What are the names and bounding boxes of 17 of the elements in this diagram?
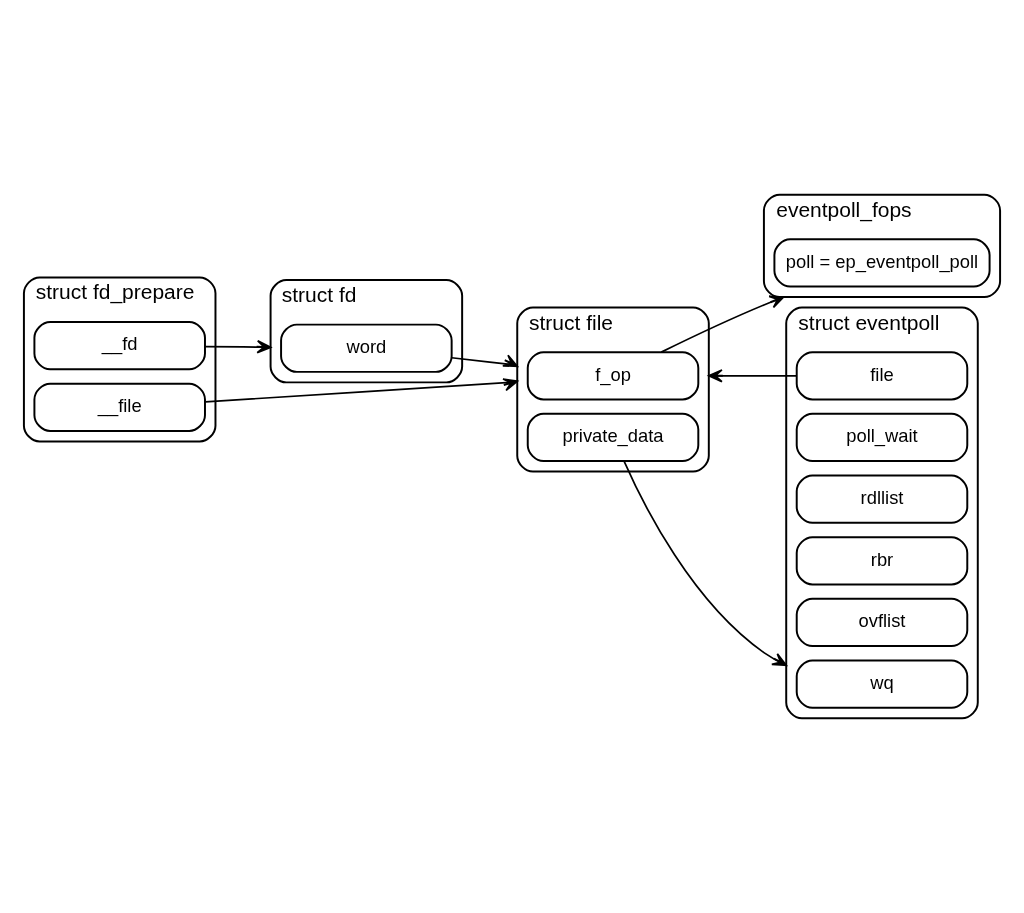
node-box: poll_wait: [795, 412, 969, 463]
node-box: rdllist: [795, 474, 969, 524]
node-box: f_op: [526, 351, 700, 401]
arrow: [707, 369, 798, 383]
arrow: [450, 354, 519, 368]
node-box: wq: [795, 659, 969, 709]
arrow: [660, 295, 785, 353]
node-box: file: [795, 351, 969, 401]
arrow: [623, 460, 788, 667]
node-box: private_data: [526, 412, 700, 463]
node-box: rbr: [795, 536, 969, 586]
node-box: ovflist: [795, 597, 969, 648]
node-box: __fd: [33, 321, 206, 371]
node-box: poll = ep_eventpoll_poll: [773, 238, 991, 288]
node-box: word: [280, 323, 453, 373]
node-box: __file: [33, 382, 206, 432]
arrow: [204, 340, 272, 354]
